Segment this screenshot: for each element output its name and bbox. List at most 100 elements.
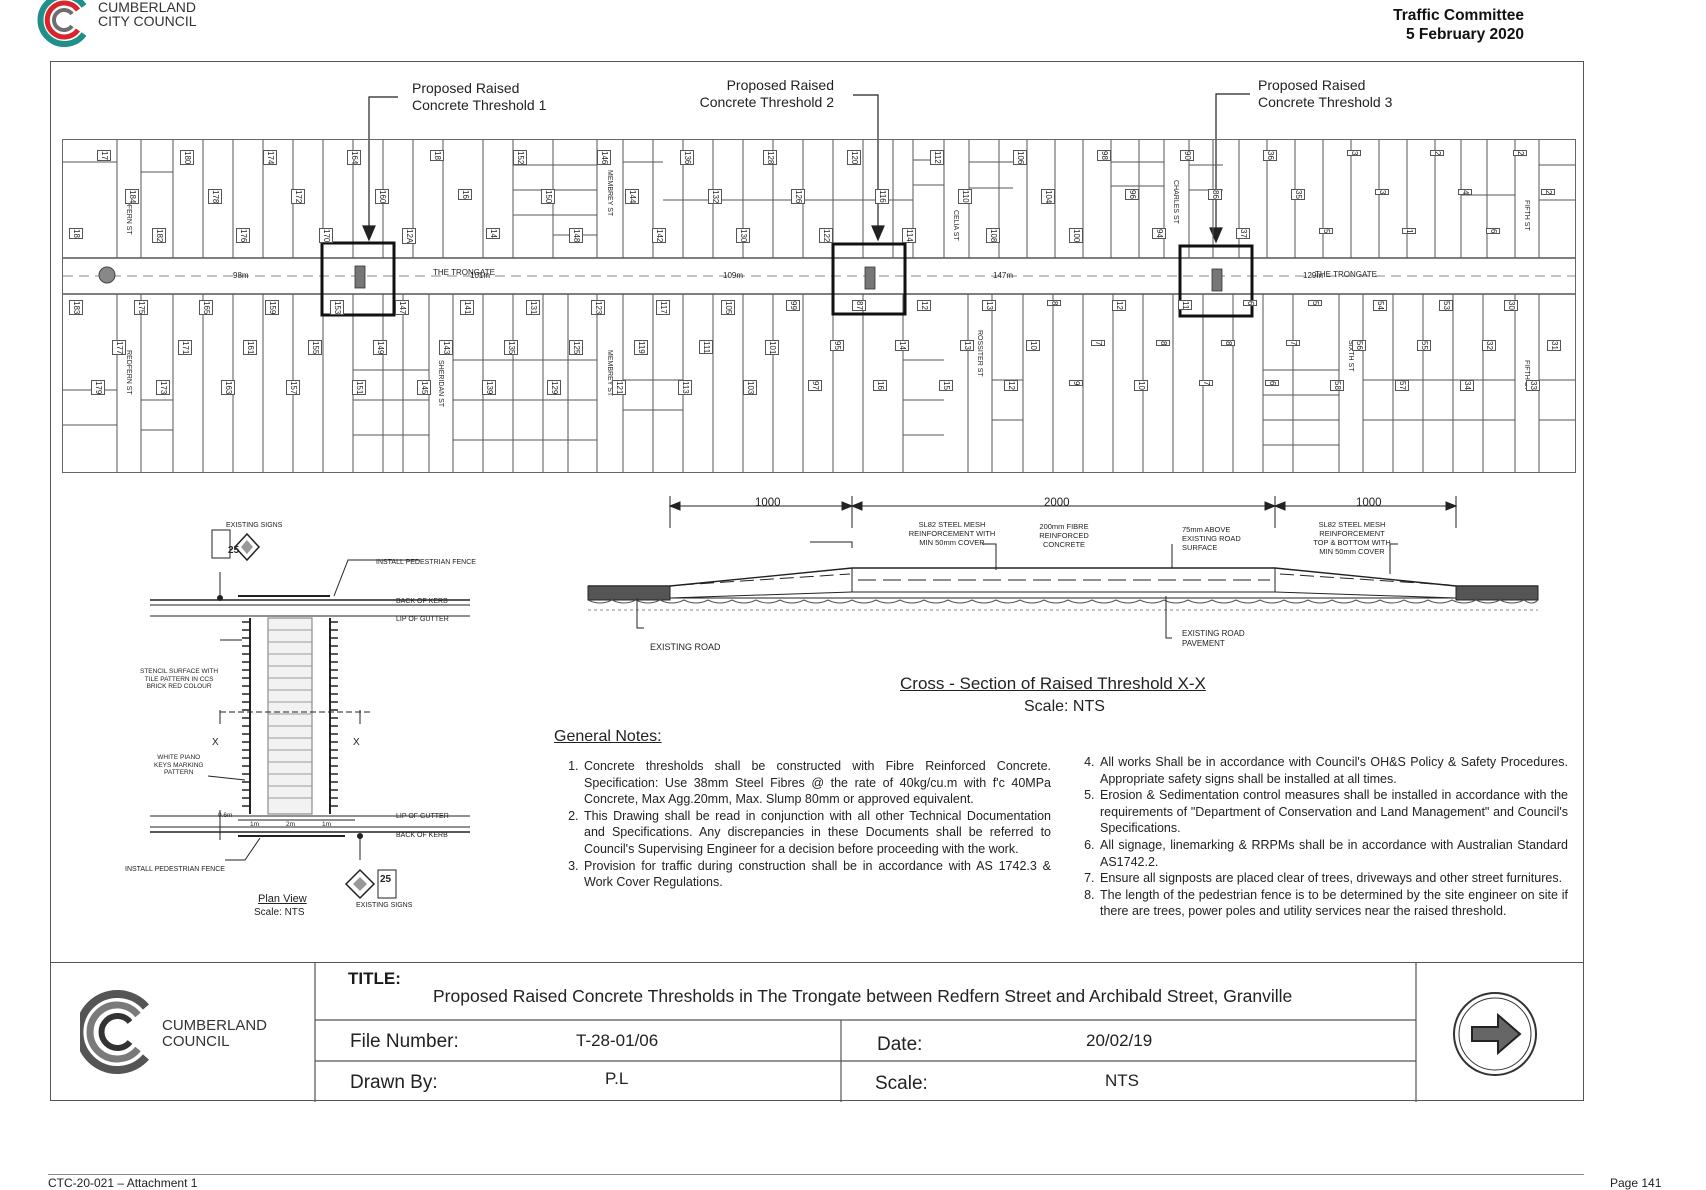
street-label-fifth-north: FIFTH ST bbox=[1523, 200, 1530, 231]
lot-number: 8 bbox=[1221, 340, 1235, 347]
lot-number: 113 bbox=[678, 380, 692, 395]
label-piano-keys: WHITE PIANO KEYS MARKING PATTERN bbox=[154, 754, 203, 777]
label-stencil-1: STENCIL SURFACE WITH bbox=[140, 668, 219, 675]
lot-number: 155 bbox=[308, 340, 322, 356]
distance-2: 101m bbox=[470, 271, 491, 280]
lot-number: 106 bbox=[1013, 150, 1027, 166]
lot-number: 103 bbox=[743, 380, 757, 396]
street-label-fifth-south: FIFTH ST bbox=[1523, 360, 1530, 391]
header-logo-line2: CITY COUNCIL bbox=[98, 13, 197, 29]
lot-number: 148 bbox=[569, 228, 583, 244]
lot-number: 2 bbox=[1541, 189, 1555, 196]
note-7: Ensure all signposts are placed clear of… bbox=[1098, 870, 1568, 887]
lot-number: 3 bbox=[1375, 189, 1389, 196]
label-piano-2: KEYS MARKING bbox=[154, 761, 204, 769]
label-stencil: STENCIL SURFACE WITH TILE PATTERN IN CCS… bbox=[140, 668, 218, 691]
lot-number: 96 bbox=[1125, 189, 1139, 200]
callout-threshold-3: Proposed Raised Concrete Threshold 3 bbox=[1258, 77, 1392, 111]
label-pavement-2: PAVEMENT bbox=[1182, 639, 1225, 648]
committee-name: Traffic Committee bbox=[1393, 7, 1524, 24]
lot-number: 180 bbox=[180, 150, 194, 166]
lot-number: 110 bbox=[958, 189, 972, 204]
lot-number: 146 bbox=[597, 150, 611, 166]
label-existing-pavement: EXISTING ROAD PAVEMENT bbox=[1182, 629, 1245, 649]
lot-number: 179 bbox=[91, 380, 105, 396]
label-mesh-left-1: SL82 STEEL MESH bbox=[918, 520, 986, 529]
note-8: The length of the pedestrian fence is to… bbox=[1098, 887, 1568, 920]
lot-number: 145 bbox=[417, 380, 431, 396]
label-stencil-3: BRICK RED COLOUR bbox=[146, 683, 212, 690]
road-name-label-1: THE TRONGATE bbox=[433, 268, 495, 277]
lot-number: 178 bbox=[208, 189, 222, 205]
street-label-redfern-south: REDFERN ST bbox=[125, 350, 132, 395]
file-number-label: File Number: bbox=[350, 1031, 459, 1052]
drawn-by-label: Drawn By: bbox=[350, 1072, 438, 1093]
lot-number: 97 bbox=[808, 380, 822, 391]
lot-number: 5 bbox=[1319, 228, 1333, 235]
lot-number: 165 bbox=[199, 300, 213, 316]
council-logo-mark bbox=[37, 0, 87, 47]
label-fibre-2: REINFORCED bbox=[1039, 531, 1089, 540]
lot-number: 8 bbox=[1156, 340, 1170, 347]
lot-number: 6 bbox=[1265, 380, 1279, 387]
lot-number: 3 bbox=[1347, 150, 1361, 157]
title-block-logo-text: CUMBERLAND COUNCIL bbox=[162, 1018, 267, 1050]
note-6: All signage, linemarking & RRPMs shall b… bbox=[1098, 837, 1568, 870]
scale-value: NTS bbox=[1105, 1071, 1139, 1090]
label-above-1: 75mm ABOVE bbox=[1182, 525, 1231, 534]
note-4: All works Shall be in accordance with Co… bbox=[1098, 754, 1568, 787]
street-label-celia: CELIA ST bbox=[952, 210, 959, 241]
lot-number: 142 bbox=[652, 228, 666, 244]
dim-1m-left: 1m bbox=[250, 821, 260, 828]
lot-number: 176 bbox=[236, 228, 250, 244]
plan-view-title: Plan View bbox=[258, 893, 307, 905]
lot-number: 128 bbox=[763, 150, 777, 166]
drawing-frame bbox=[50, 61, 1584, 1101]
label-back-of-kerb-top: BACK OF KERB bbox=[396, 598, 448, 605]
label-existing-road: EXISTING ROAD bbox=[650, 642, 721, 652]
title-block-logo-line2: COUNCIL bbox=[162, 1033, 230, 1050]
lot-number: 183 bbox=[69, 300, 83, 316]
label-piano-1: WHITE PIANO bbox=[157, 754, 201, 761]
lot-number: 6 bbox=[1243, 300, 1257, 307]
title-label: TITLE: bbox=[348, 969, 401, 988]
title-block-logo-mark bbox=[80, 990, 150, 1074]
lot-number: 170 bbox=[319, 228, 333, 244]
label-fibre-concrete: 200mm FIBRE REINFORCED CONCRETE bbox=[1034, 522, 1094, 549]
lot-number: 36 bbox=[1263, 150, 1277, 161]
label-fibre-1: 200mm FIBRE bbox=[1039, 522, 1089, 531]
lot-number: 2 bbox=[1513, 150, 1527, 157]
distance-4: 147m bbox=[993, 271, 1014, 280]
footer-rule bbox=[48, 1174, 1584, 1175]
lot-number: 18 bbox=[430, 150, 444, 161]
lot-number: 147 bbox=[395, 300, 409, 316]
callout-3-line1: Proposed Raised bbox=[1258, 77, 1366, 93]
lot-number: 100 bbox=[1069, 228, 1083, 244]
label-mesh-left-2: REINFORCEMENT WITH bbox=[908, 529, 996, 538]
label-mesh-right-4: MIN 50mm COVER bbox=[1319, 547, 1385, 556]
lot-number: 37 bbox=[1236, 228, 1250, 239]
lot-number: 114 bbox=[902, 228, 916, 243]
lot-number: 17 bbox=[97, 150, 111, 161]
lot-number: 121 bbox=[612, 380, 626, 396]
lot-number: 153 bbox=[330, 300, 344, 316]
label-existing-signs-top: EXISTING SIGNS bbox=[226, 522, 283, 529]
note-3: Provision for traffic during constructio… bbox=[582, 858, 1051, 891]
lot-number: 94 bbox=[1152, 228, 1166, 239]
lot-number: 151 bbox=[352, 380, 366, 396]
lot-number: 6 bbox=[1486, 228, 1500, 235]
label-mesh-right: SL82 STEEL MESH REINFORCEMENT TOP & BOTT… bbox=[1302, 520, 1402, 556]
label-pavement-1: EXISTING ROAD bbox=[1182, 629, 1245, 638]
lot-number: 125 bbox=[569, 340, 583, 356]
street-label-membrey-north: MEMBREY ST bbox=[606, 170, 613, 217]
lot-number: 160 bbox=[375, 189, 389, 205]
label-piano-3: PATTERN bbox=[164, 769, 194, 776]
callout-2-line2: Concrete Threshold 2 bbox=[699, 94, 834, 110]
label-mesh-left-3: MIN 50mm COVER bbox=[919, 538, 985, 547]
street-label-rossiter: ROSSITER ST bbox=[976, 330, 983, 377]
cross-section-title: Cross - Section of Raised Threshold X-X bbox=[900, 674, 1206, 693]
road-name-label-2: THE TRONGATE bbox=[1315, 270, 1377, 279]
label-lip-of-gutter-bottom: LIP OF GUTTER bbox=[396, 813, 449, 820]
callout-1-line2: Concrete Threshold 1 bbox=[412, 97, 547, 113]
cross-section-drawing bbox=[587, 496, 1539, 639]
